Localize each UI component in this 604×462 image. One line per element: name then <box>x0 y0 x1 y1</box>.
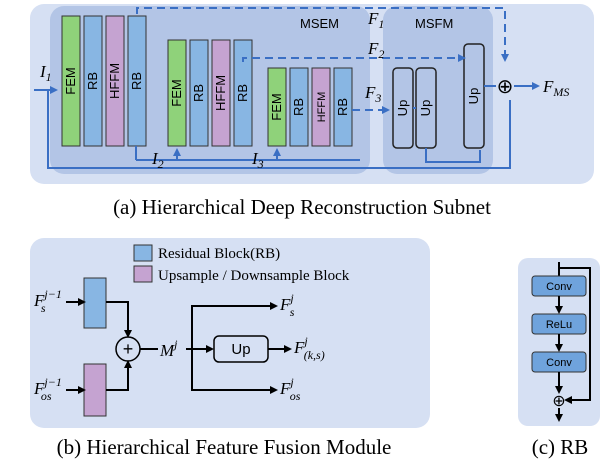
conv-block-2-label: Conv <box>546 357 572 369</box>
ud-to-sum-arrow <box>106 360 132 391</box>
ud-block <box>83 363 107 417</box>
panel-c-caption: (c) RB <box>532 435 589 459</box>
rb-to-sum-arrow <box>106 301 132 338</box>
panel-b: Residual Block(RB) Upsample / Downsample… <box>30 238 430 459</box>
legend-rb-label: Residual Block(RB) <box>158 246 280 262</box>
panel-a: MSEM MSFM FEM RB HFFM RB FEM RB HFFM RB <box>30 4 594 219</box>
rb-block-label: RB <box>335 98 350 116</box>
legend-rb-swatch <box>133 244 153 262</box>
rb-block-label: RB <box>85 72 100 90</box>
rb-block-label: RB <box>291 98 306 116</box>
up-block <box>463 43 485 149</box>
hffm-block <box>105 15 125 147</box>
hffm-block-label: HFFM <box>316 92 328 123</box>
conv-block-1-label: Conv <box>546 281 572 293</box>
legend-ud-label: Upsample / Downsample Block <box>158 268 350 284</box>
hffm-block <box>311 67 331 147</box>
f1-dashed-arrow <box>136 7 509 62</box>
mj-label: Mj <box>159 337 178 360</box>
rb-block-label: RB <box>235 84 250 102</box>
fem-block <box>61 15 81 147</box>
msfm-label: MSFM <box>415 16 453 31</box>
up-block-label: Up <box>418 100 433 117</box>
hffm-block <box>211 39 231 147</box>
fem-block <box>267 67 287 147</box>
panel-c: Conv ReLu Conv ⊕ (c) RB <box>518 258 600 459</box>
rb-block-label: RB <box>191 84 206 102</box>
rb-skip-line <box>559 267 591 404</box>
rb-block <box>83 277 107 329</box>
up-block-label: Up <box>395 100 410 117</box>
skip-connection <box>47 90 511 169</box>
block-group-2: FEM RB HFFM RB <box>167 39 253 147</box>
i3-label: I3 <box>251 149 264 171</box>
f1-label: F1 <box>367 9 384 31</box>
i2-label: I2 <box>151 149 164 171</box>
i1-label: I1 <box>39 62 52 84</box>
panel-b-background <box>30 238 430 428</box>
fem-block-label: FEM <box>169 79 184 106</box>
up-block-label: Up <box>466 88 481 105</box>
sum-symbol: ⊕ <box>497 76 514 98</box>
panel-a-caption: (a) Hierarchical Deep Reconstruction Sub… <box>113 195 491 219</box>
rb-sum-symbol: ⊕ <box>552 393 565 410</box>
panel-b-caption: (b) Hierarchical Feature Fusion Module <box>57 435 392 459</box>
hffm-block-label: HFFM <box>213 75 228 111</box>
relu-block-label: ReLu <box>546 319 572 331</box>
fks-out-label: Fj(k,s) <box>293 334 325 362</box>
fem-block-label: FEM <box>269 93 284 120</box>
rb-block <box>233 39 253 147</box>
block-group-3: FEM RB HFFM RB <box>267 67 353 147</box>
m-to-fs-arrow <box>191 302 278 349</box>
f3-label: F3 <box>364 83 381 105</box>
hffm-block-label: HFFM <box>107 63 122 99</box>
legend-ud-swatch <box>133 265 153 283</box>
f2-dashed-arrow <box>242 54 466 62</box>
up-block-label: Up <box>231 341 250 358</box>
rb-block <box>189 39 209 147</box>
msfm-up-blocks: Up Up Up <box>392 43 485 149</box>
f2-label: F2 <box>367 39 384 61</box>
block-group-1: FEM RB HFFM RB <box>61 15 147 147</box>
m-to-fos-arrow <box>191 349 278 394</box>
rb-block <box>289 67 309 147</box>
fem-block-label: FEM <box>63 67 78 94</box>
connector <box>425 148 481 163</box>
rb-block-label: RB <box>129 72 144 90</box>
msem-label: MSEM <box>300 16 339 31</box>
sum-symbol: + <box>123 339 134 359</box>
rb-block <box>333 67 353 147</box>
fms-label: FMS <box>542 77 569 99</box>
rb-block <box>83 15 103 147</box>
fem-block <box>167 39 187 147</box>
